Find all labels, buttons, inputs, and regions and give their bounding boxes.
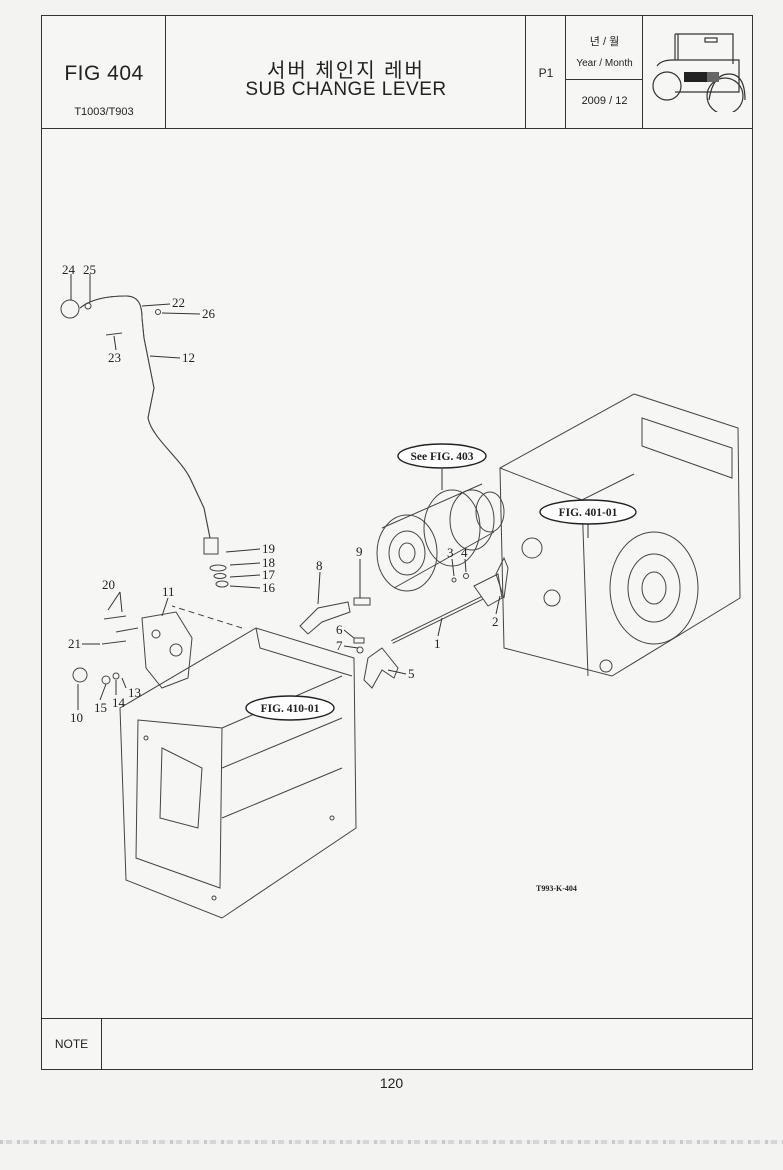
note-row: NOTE xyxy=(42,1018,752,1070)
shift-lever-rod xyxy=(60,295,229,588)
shift-fork-shaft xyxy=(363,556,509,689)
callout-1: 1 xyxy=(434,636,441,651)
callout-labels: 24 25 22 26 23 12 19 18 17 16 20 11 21 1… xyxy=(62,262,499,725)
cover-plate xyxy=(72,611,193,689)
callout-11: 11 xyxy=(162,584,175,599)
date-cell: 년 / 월 Year / Month 2009 / 12 xyxy=(566,16,643,128)
ref-fig-401-01: FIG. 401-01 xyxy=(559,507,618,519)
callout-6: 6 xyxy=(336,622,343,637)
page-code-cell: P1 xyxy=(526,16,566,128)
page-frame: FIG 404 T1003/T903 서버 체인지 레버 SUB CHANGE … xyxy=(41,15,753,1070)
callout-23: 23 xyxy=(108,350,121,365)
callout-10: 10 xyxy=(70,710,83,725)
ref-fig-403: See FIG. 403 xyxy=(411,451,474,463)
callout-14: 14 xyxy=(112,695,126,710)
page-number: 120 xyxy=(379,1075,404,1091)
exploded-parts-diagram: 24 25 22 26 23 12 19 18 17 16 20 11 21 1… xyxy=(60,262,741,919)
year-month-korean: 년 / 월 xyxy=(589,36,620,48)
year-month-label: Year / Month xyxy=(576,58,633,69)
figure-references: See FIG. 403 FIG. 401-01 FIG. 410-01 T99… xyxy=(245,443,637,893)
callout-26: 26 xyxy=(202,306,216,321)
title-block: FIG 404 T1003/T903 서버 체인지 레버 SUB CHANGE … xyxy=(42,16,752,129)
callout-5: 5 xyxy=(408,666,415,681)
logo-cell xyxy=(643,16,753,128)
callout-3: 3 xyxy=(447,545,454,560)
callout-17: 17 xyxy=(262,567,276,582)
callout-9: 9 xyxy=(356,544,363,559)
date-divider xyxy=(566,79,643,80)
fig-number: FIG 404 xyxy=(64,62,144,85)
callout-15: 15 xyxy=(94,700,107,715)
leader-lines xyxy=(70,274,589,710)
rear-housing xyxy=(499,393,741,677)
callout-16: 16 xyxy=(262,580,276,595)
callout-4: 4 xyxy=(461,545,468,560)
callout-21: 21 xyxy=(68,636,81,651)
scan-artifact xyxy=(0,1140,783,1144)
callout-19: 19 xyxy=(262,541,275,556)
callout-13: 13 xyxy=(128,685,141,700)
callout-24: 24 xyxy=(62,262,76,277)
date-value: 2009 / 12 xyxy=(581,95,628,107)
drawing-code: T993-K-404 xyxy=(536,884,577,893)
model-number: T1003/T903 xyxy=(74,106,134,118)
title-cell: 서버 체인지 레버 SUB CHANGE LEVER xyxy=(166,16,526,128)
callout-8: 8 xyxy=(316,558,323,573)
callout-2: 2 xyxy=(492,614,499,629)
callout-25: 25 xyxy=(83,262,96,277)
title-korean: 서버 체인지 레버 xyxy=(267,60,425,82)
callout-18: 18 xyxy=(262,555,275,570)
callout-20: 20 xyxy=(102,577,115,592)
note-label: NOTE xyxy=(42,1019,102,1070)
fig-cell: FIG 404 T1003/T903 xyxy=(42,16,166,128)
title-english: SUB CHANGE LEVER xyxy=(245,79,447,100)
callout-7: 7 xyxy=(336,638,343,653)
ref-fig-410-01: FIG. 410-01 xyxy=(261,703,320,715)
gear-assembly xyxy=(376,483,505,592)
shift-arm xyxy=(299,597,371,654)
callout-22: 22 xyxy=(172,295,185,310)
page-code: P1 xyxy=(538,66,554,80)
callout-12: 12 xyxy=(182,350,195,365)
tractor-icon xyxy=(652,33,746,112)
transmission-housing xyxy=(119,605,357,919)
